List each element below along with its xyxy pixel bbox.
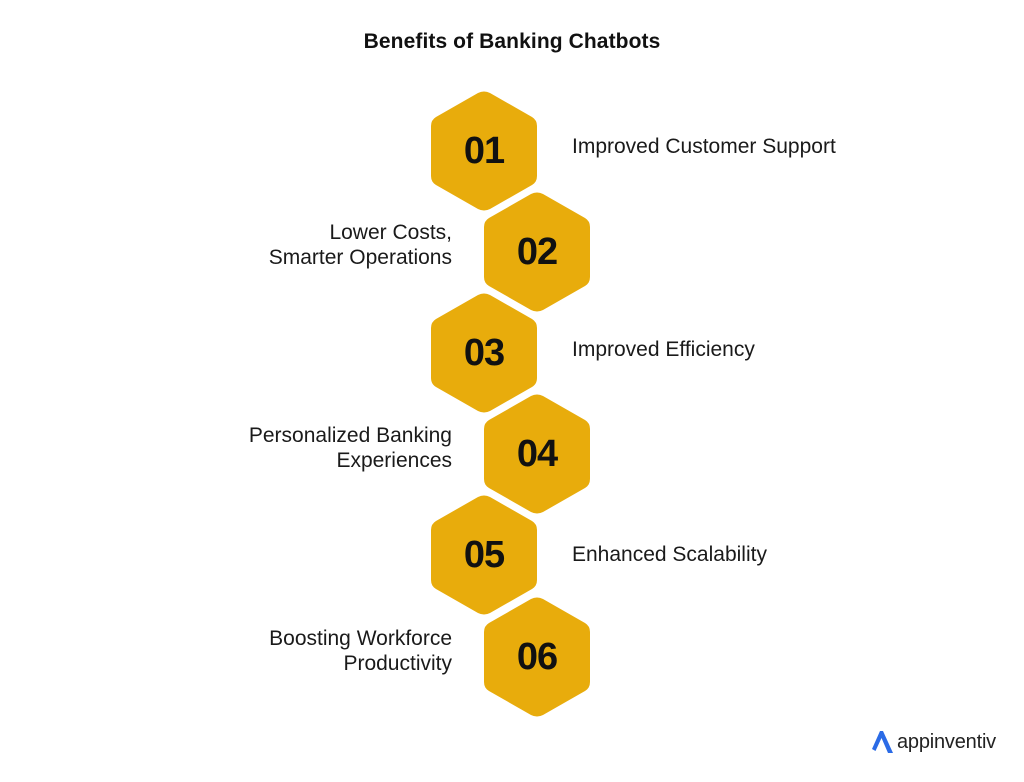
step-number: 05 — [463, 533, 505, 576]
hexagon-shape-icon — [431, 293, 537, 413]
hexagon-02: 02 — [483, 191, 591, 313]
step-number: 03 — [463, 331, 505, 374]
step-number: 06 — [516, 635, 558, 678]
hexagon-03: 03 — [430, 292, 538, 414]
hexagon-shape-icon — [484, 192, 590, 312]
label-line: Experiences — [336, 449, 452, 472]
appinventiv-logo: appinventiv — [869, 729, 996, 755]
hexagon-01: 01 — [430, 90, 538, 212]
benefit-label-05: Enhanced Scalability — [572, 542, 767, 567]
page-title: Benefits of Banking Chatbots — [363, 30, 661, 53]
hexagon-shape-icon — [484, 394, 590, 514]
hexagon-04: 04 — [483, 393, 591, 515]
appinventiv-logo-icon — [872, 731, 893, 753]
logo-text: appinventiv — [897, 730, 996, 753]
step-number: 04 — [516, 432, 558, 475]
benefit-label-01: Improved Customer Support — [572, 134, 836, 159]
label-line: Lower Costs, — [329, 221, 452, 244]
hexagon-05: 05 — [430, 494, 538, 616]
hexagon-shape-icon — [431, 91, 537, 211]
benefit-label-06: Boosting Workforce Productivity — [269, 626, 452, 676]
step-number: 01 — [463, 129, 505, 172]
label-line: Boosting Workforce — [269, 627, 452, 650]
label-line: Improved Efficiency — [572, 338, 755, 361]
benefit-label-02: Lower Costs, Smarter Operations — [269, 220, 452, 270]
label-line: Smarter Operations — [268, 246, 452, 269]
label-line: Personalized Banking — [248, 424, 452, 447]
label-line: Improved Customer Support — [572, 135, 836, 158]
step-number: 02 — [516, 230, 558, 273]
hexagon-shape-icon — [431, 495, 537, 615]
hexagon-06: 06 — [483, 596, 591, 718]
benefit-label-03: Improved Efficiency — [572, 337, 755, 362]
label-line: Productivity — [343, 652, 452, 675]
label-line: Enhanced Scalability — [572, 543, 767, 566]
benefit-label-04: Personalized Banking Experiences — [249, 423, 452, 473]
hexagon-shape-icon — [484, 597, 590, 717]
